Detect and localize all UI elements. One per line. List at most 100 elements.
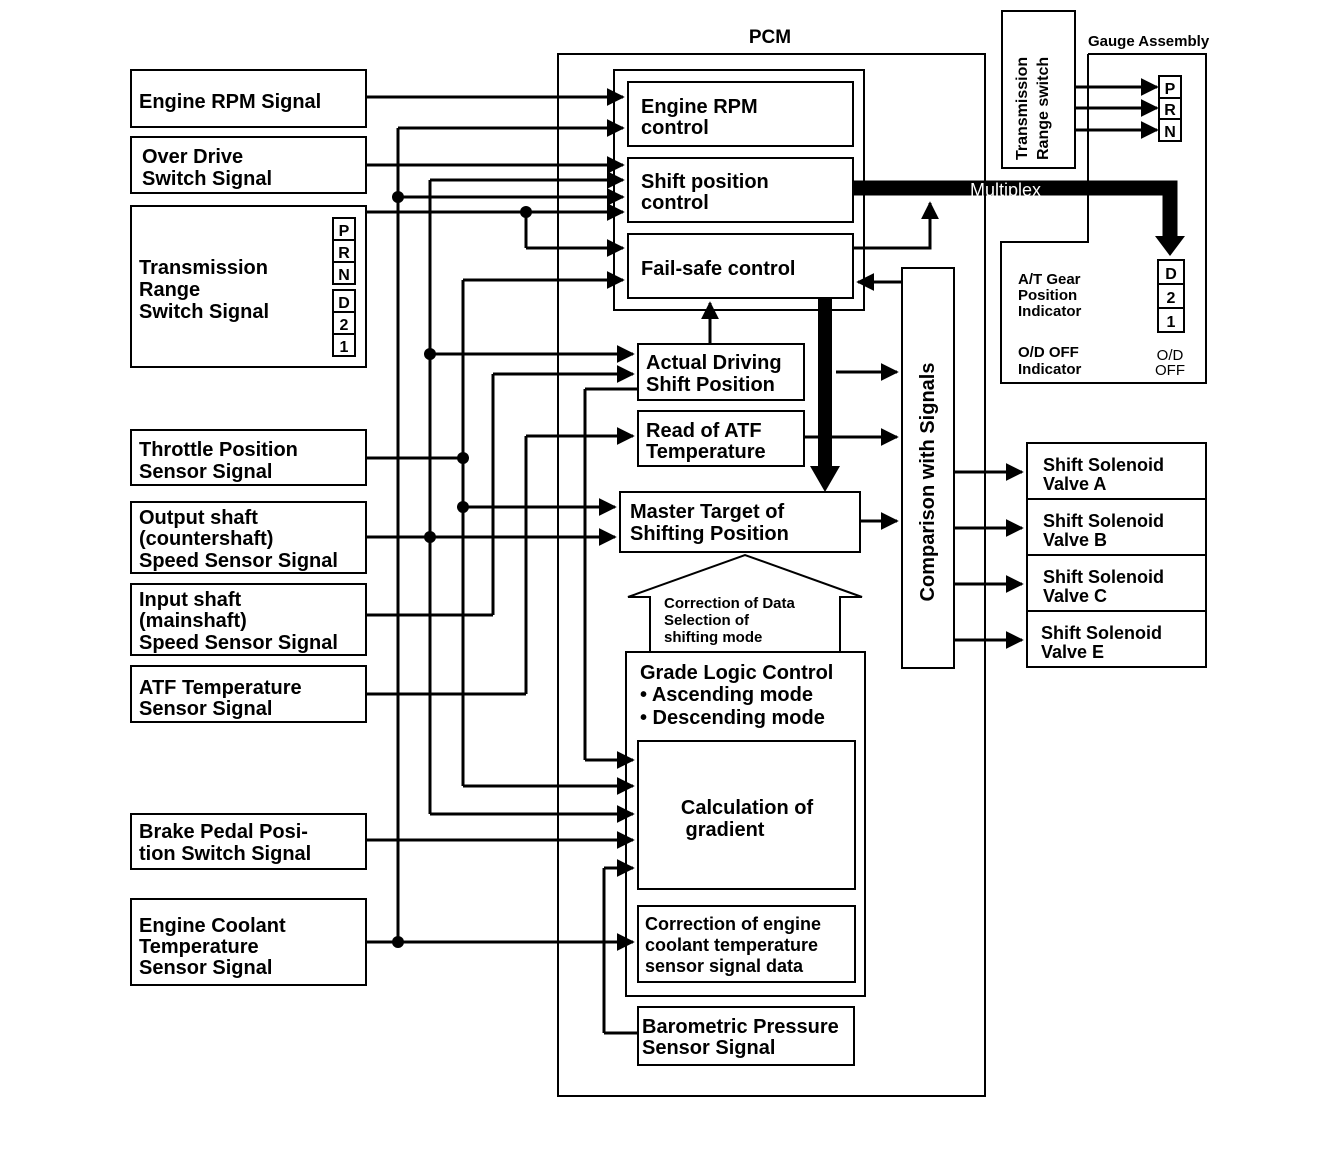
svg-text:Transmission: Transmission	[1014, 57, 1031, 160]
gauge-assembly-frame	[1000, 53, 1207, 384]
svg-text:Range: Range	[139, 279, 200, 301]
svg-text:N: N	[1164, 124, 1176, 141]
svg-text:Engine RPM Signal: Engine RPM Signal	[139, 91, 321, 113]
svg-text:O/D: O/D	[1157, 347, 1184, 364]
svg-text:2: 2	[1167, 290, 1176, 307]
svg-text:Fail-safe control: Fail-safe control	[641, 258, 795, 280]
od-off-glyph: O/D OFF	[1155, 347, 1185, 379]
output-solenoid-b: Shift Solenoid Valve B	[1026, 498, 1207, 556]
input-atf-temp: ATF Temperature Sensor Signal	[130, 665, 367, 723]
multiplex-bus: Multiplex	[853, 180, 1185, 256]
svg-text:Range switch: Range switch	[1035, 57, 1052, 160]
input-overdrive: Over Drive Switch Signal	[130, 136, 367, 194]
svg-text:OFF: OFF	[1155, 362, 1185, 379]
gauge-title: Gauge Assembly	[1088, 33, 1210, 50]
multiplex-label: Multiplex	[970, 180, 1041, 200]
input-throttle: Throttle Position Sensor Signal	[130, 429, 367, 486]
failsafe-bus	[810, 298, 840, 492]
svg-text:Sensor Signal: Sensor Signal	[139, 461, 272, 483]
svg-text:Valve E: Valve E	[1041, 642, 1104, 662]
svg-text:Temperature: Temperature	[139, 936, 259, 958]
svg-text:Position: Position	[1018, 287, 1077, 304]
block-master-target: Master Target of Shifting Position	[619, 491, 861, 553]
svg-text:Sensor Signal: Sensor Signal	[139, 698, 272, 720]
svg-text:sensor signal data: sensor signal data	[645, 956, 804, 976]
input-input-shaft: Input shaft (mainshaft) Speed Sensor Sig…	[130, 583, 367, 656]
svg-text:N: N	[338, 267, 350, 284]
block-comparison: Comparison with Signals	[901, 267, 955, 669]
svg-text:Brake Pedal Posi-: Brake Pedal Posi-	[139, 821, 308, 843]
svg-text:P: P	[339, 223, 350, 240]
gauge-od-off-label: O/D OFF Indicator	[1018, 344, 1082, 378]
trans-range-letter-column: P R N D 2 1	[332, 217, 356, 357]
svg-text:Engine RPM: Engine RPM	[641, 96, 758, 118]
input-brake: Brake Pedal Posi- tion Switch Signal	[130, 813, 367, 870]
svg-text:1: 1	[340, 339, 349, 356]
svg-text:Actual Driving: Actual Driving	[646, 352, 782, 374]
svg-text:Shift Solenoid: Shift Solenoid	[1043, 511, 1164, 531]
svg-text:gradient: gradient	[686, 819, 765, 841]
block-read-atf: Read of ATF Temperature	[637, 410, 805, 467]
svg-text:2: 2	[340, 317, 349, 334]
svg-text:D: D	[338, 295, 350, 312]
svg-text:Sensor Signal: Sensor Signal	[642, 1037, 775, 1059]
svg-text:Output shaft: Output shaft	[139, 507, 258, 529]
svg-text:D: D	[1165, 266, 1177, 283]
svg-text:coolant temperature: coolant temperature	[645, 935, 818, 955]
svg-text:Shift Solenoid: Shift Solenoid	[1041, 623, 1162, 643]
svg-text:Transmission: Transmission	[139, 257, 268, 279]
svg-text:Input shaft: Input shaft	[139, 589, 242, 611]
svg-text:Speed Sensor Signal: Speed Sensor Signal	[139, 632, 338, 654]
svg-text:Shifting Position: Shifting Position	[630, 523, 789, 545]
svg-text:• Ascending mode: • Ascending mode	[640, 684, 813, 706]
svg-text:Indicator: Indicator	[1018, 361, 1082, 378]
svg-text:control: control	[641, 192, 709, 214]
svg-text:(mainshaft): (mainshaft)	[139, 610, 247, 632]
svg-text:Valve C: Valve C	[1043, 586, 1107, 606]
svg-text:• Descending mode: • Descending mode	[640, 707, 825, 729]
output-solenoid-a: Shift Solenoid Valve A	[1026, 442, 1207, 500]
svg-text:Comparison with Signals: Comparison with Signals	[917, 363, 939, 602]
block-calc-gradient: Calculation of gradient	[637, 740, 856, 890]
svg-text:Master Target of: Master Target of	[630, 501, 784, 523]
input-coolant: Engine Coolant Temperature Sensor Signal	[130, 898, 367, 986]
svg-text:tion Switch Signal: tion Switch Signal	[139, 843, 311, 865]
svg-text:Engine Coolant: Engine Coolant	[139, 915, 286, 937]
input-engine-rpm: Engine RPM Signal	[130, 69, 367, 128]
block-barometric: Barometric Pressure Sensor Signal	[637, 1006, 855, 1066]
svg-text:P: P	[1165, 81, 1176, 98]
svg-text:Selection of: Selection of	[664, 612, 750, 629]
svg-text:Indicator: Indicator	[1018, 303, 1082, 320]
svg-text:O/D OFF: O/D OFF	[1018, 344, 1079, 361]
svg-text:Shift Position: Shift Position	[646, 374, 775, 396]
svg-text:Switch Signal: Switch Signal	[142, 168, 272, 190]
svg-text:Switch Signal: Switch Signal	[139, 301, 269, 323]
svg-text:control: control	[641, 117, 709, 139]
signal-wires	[366, 88, 1024, 1035]
svg-text:Over Drive: Over Drive	[142, 146, 243, 168]
svg-text:R: R	[338, 245, 350, 262]
block-engine-rpm-control: Engine RPM control	[627, 81, 854, 147]
block-shift-position-control: Shift position control	[627, 157, 854, 223]
input-trans-range: Transmission Range Switch Signal P R N D…	[130, 205, 367, 368]
svg-text:Shift position: Shift position	[641, 171, 769, 193]
pcm-title: PCM	[749, 27, 791, 48]
svg-text:Sensor Signal: Sensor Signal	[139, 957, 272, 979]
output-solenoid-e: Shift Solenoid Valve E	[1026, 610, 1207, 668]
svg-text:1: 1	[1167, 314, 1176, 331]
svg-text:Shift Solenoid: Shift Solenoid	[1043, 455, 1164, 475]
svg-text:Valve B: Valve B	[1043, 530, 1107, 550]
block-actual-driving: Actual Driving Shift Position	[637, 343, 805, 401]
svg-text:Calculation of: Calculation of	[681, 797, 814, 819]
gauge-prn-column: P R N	[1158, 75, 1182, 142]
svg-text:Shift Solenoid: Shift Solenoid	[1043, 567, 1164, 587]
svg-text:ATF Temperature: ATF Temperature	[139, 677, 302, 699]
svg-text:Speed Sensor Signal: Speed Sensor Signal	[139, 550, 338, 572]
svg-text:shifting mode: shifting mode	[664, 629, 762, 646]
svg-text:A/T Gear: A/T Gear	[1018, 271, 1081, 288]
input-output-shaft: Output shaft (countershaft) Speed Sensor…	[130, 501, 367, 574]
svg-text:Throttle Position: Throttle Position	[139, 439, 298, 461]
block-fail-safe-control: Fail-safe control	[627, 233, 854, 299]
gauge-d21-column: D 2 1	[1157, 259, 1185, 333]
